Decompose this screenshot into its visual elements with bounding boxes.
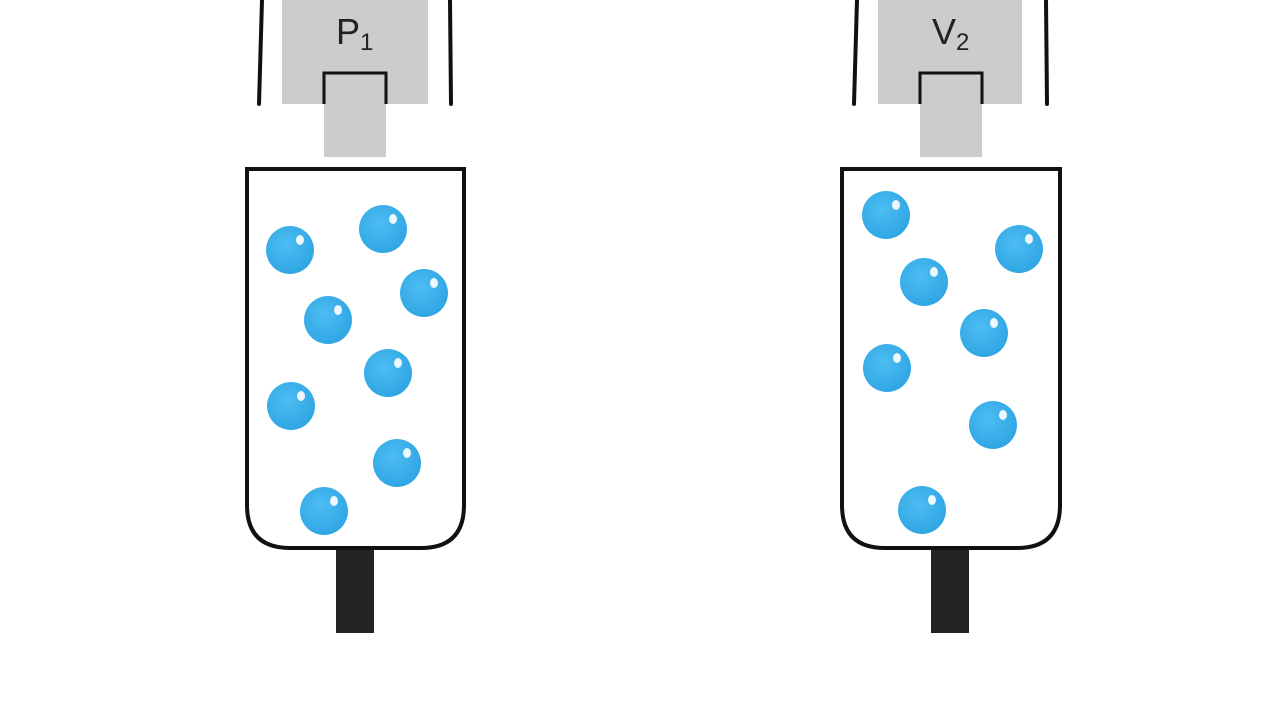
left-piston-rod (324, 73, 386, 157)
left-gas-particle-highlight (334, 305, 342, 315)
right-piston-label: V2 (932, 11, 969, 56)
right-gas-particle (995, 225, 1043, 273)
right-label-main: V (932, 11, 956, 52)
left-label-subscript: 1 (360, 29, 373, 56)
right-gas-particle-highlight (990, 318, 998, 328)
right-gas-particle-highlight (892, 200, 900, 210)
right-gas-particle-highlight (930, 267, 938, 277)
right-gas-particle-highlight (999, 410, 1007, 420)
left-gas-particle (300, 487, 348, 535)
left-gas-particle (373, 439, 421, 487)
left-gas-particle-highlight (330, 496, 338, 506)
right-piston-bracket (852, 0, 1049, 106)
left-gas-particle-highlight (430, 278, 438, 288)
right-piston-rod (920, 73, 982, 157)
left-gas-particle-highlight (297, 391, 305, 401)
right-gas-particle (960, 309, 1008, 357)
left-piston-label: P1 (336, 11, 373, 56)
left-gas-particle (400, 269, 448, 317)
right-gas-particle-highlight (893, 353, 901, 363)
right-gas-particle (862, 191, 910, 239)
right-gas-particle-highlight (1025, 234, 1033, 244)
right-gas-particle (863, 344, 911, 392)
right-label-subscript: 2 (956, 29, 969, 56)
right-stem (931, 550, 969, 633)
left-stem (336, 550, 374, 633)
left-piston-bracket (257, 0, 453, 106)
left-gas-particle (359, 205, 407, 253)
left-gas-particle-highlight (389, 214, 397, 224)
right-particles (862, 191, 1043, 534)
right-piston-rod-outline (918, 71, 984, 104)
right-gas-particle (900, 258, 948, 306)
left-gas-particle (266, 226, 314, 274)
left-apparatus: P1 (245, 0, 466, 633)
left-gas-particle (304, 296, 352, 344)
left-gas-particle-highlight (296, 235, 304, 245)
left-gas-particle (364, 349, 412, 397)
left-gas-particle-highlight (403, 448, 411, 458)
left-label-main: P (336, 11, 360, 52)
left-gas-particle (267, 382, 315, 430)
right-gas-particle-highlight (928, 495, 936, 505)
right-gas-particle (969, 401, 1017, 449)
left-container (245, 167, 466, 550)
left-particles (266, 205, 448, 535)
right-apparatus: V2 (840, 0, 1062, 633)
left-piston-rod-outline (322, 71, 388, 104)
left-gas-particle-highlight (394, 358, 402, 368)
right-gas-particle (898, 486, 946, 534)
